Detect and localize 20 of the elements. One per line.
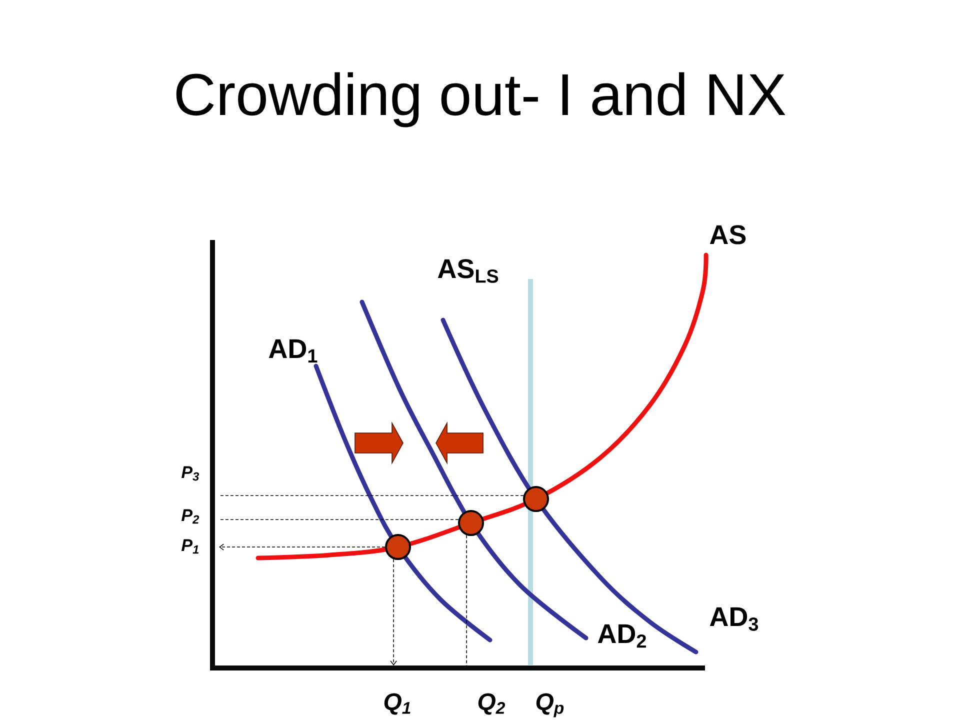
axis-label: Q$_{p}$ <box>536 693 564 718</box>
axis-label: Q$_{2}$ <box>478 693 506 715</box>
guide-line <box>218 519 459 520</box>
title: Crowding out- I and NX <box>176 72 786 128</box>
curve-label: AD$_{2}$ <box>598 624 646 648</box>
guide-line <box>218 495 524 496</box>
equilibrium-dot <box>523 486 549 512</box>
axis-label: P$_{3}$ <box>182 466 200 481</box>
axis-label: P$_{2}$ <box>182 509 200 524</box>
guide-line <box>219 544 386 550</box>
equilibrium-dot <box>385 534 411 560</box>
curve-label: AS$_{LS}$ <box>438 259 498 283</box>
guide-line <box>466 534 467 666</box>
axis-label: Q$_{1}$ <box>384 693 410 715</box>
axis-label: P$_{1}$ <box>182 539 199 554</box>
guide-line <box>390 558 397 666</box>
curve-label: AS <box>710 225 746 244</box>
curve-label: AD$_{1}$ <box>268 339 318 362</box>
equilibrium-dot <box>458 510 484 536</box>
curve-label: AD$_{3}$ <box>710 607 758 631</box>
